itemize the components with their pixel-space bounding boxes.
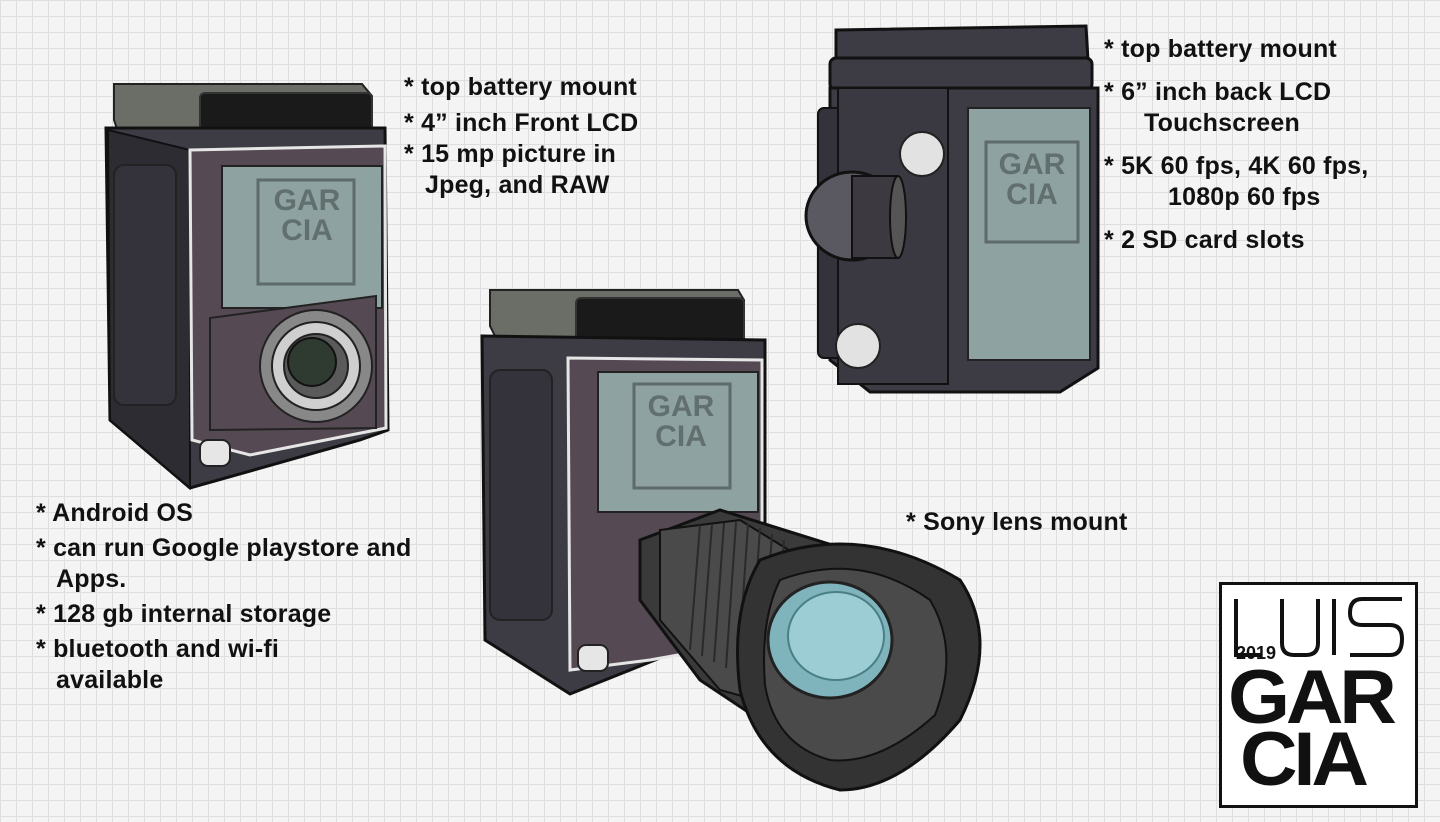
back-screen-logo: GAR CIA: [988, 150, 1076, 210]
note-item: Apps.: [36, 564, 412, 595]
front-camera-notes: * top battery mount * 4” inch Front LCD …: [404, 72, 638, 201]
logo-line-2: CIA: [1240, 717, 1369, 802]
logo-top-mark: [1234, 597, 1405, 657]
note-item: * bluetooth and wi-fi: [36, 635, 280, 663]
note-item: * 6” inch back LCD: [1104, 78, 1332, 106]
back-screen-logo-text2: CIA: [1006, 178, 1058, 211]
camera-lens-view: [480, 289, 982, 792]
note-continuation: available: [56, 666, 164, 694]
lens-screen-logo-text2: CIA: [655, 420, 707, 453]
camera-back-view: [804, 24, 1100, 394]
note-continuation: Jpeg, and RAW: [425, 171, 610, 199]
front-screen-logo-text2: CIA: [281, 214, 333, 247]
note-item: * 5K 60 fps, 4K 60 fps,: [1104, 152, 1369, 180]
back-screen-logo-text: GAR: [998, 148, 1066, 181]
front-screen-logo-text: GAR: [273, 184, 341, 217]
note-item: Touchscreen: [1104, 108, 1368, 139]
front-screen-logo: GAR CIA: [262, 186, 352, 246]
note-item: * Android OS: [36, 499, 194, 527]
note-item: * 4” inch Front LCD: [404, 109, 639, 137]
note-item: * 128 gb internal storage: [36, 600, 332, 628]
lens-screen-logo-text: GAR: [647, 390, 715, 423]
camera-front-view: [104, 83, 390, 491]
system-notes: * Android OS * can run Google playstore …: [36, 498, 412, 696]
back-camera-notes: * top battery mount * 6” inch back LCD T…: [1104, 34, 1368, 256]
garcia-logo: 2019 GAR CIA: [1219, 582, 1418, 808]
note-continuation: Touchscreen: [1144, 109, 1300, 137]
lens-screen-logo: GAR CIA: [636, 392, 726, 452]
note-item: * 15 mp picture in: [404, 140, 616, 168]
note-continuation: 1080p 60 fps: [1168, 183, 1321, 211]
note-item: available: [36, 665, 412, 696]
note-item: 1080p 60 fps: [1104, 182, 1368, 213]
logo-line-1: GAR: [1228, 655, 1397, 740]
logo-year: 2019: [1236, 643, 1277, 663]
note-item: * 2 SD card slots: [1104, 226, 1305, 254]
lens-note: * Sony lens mount: [906, 508, 1128, 536]
note-item: * can run Google playstore and: [36, 534, 412, 562]
note-item: Jpeg, and RAW: [404, 170, 638, 201]
note-item: * top battery mount: [404, 73, 637, 101]
note-item: * top battery mount: [1104, 35, 1337, 63]
note-continuation: Apps.: [56, 565, 127, 593]
